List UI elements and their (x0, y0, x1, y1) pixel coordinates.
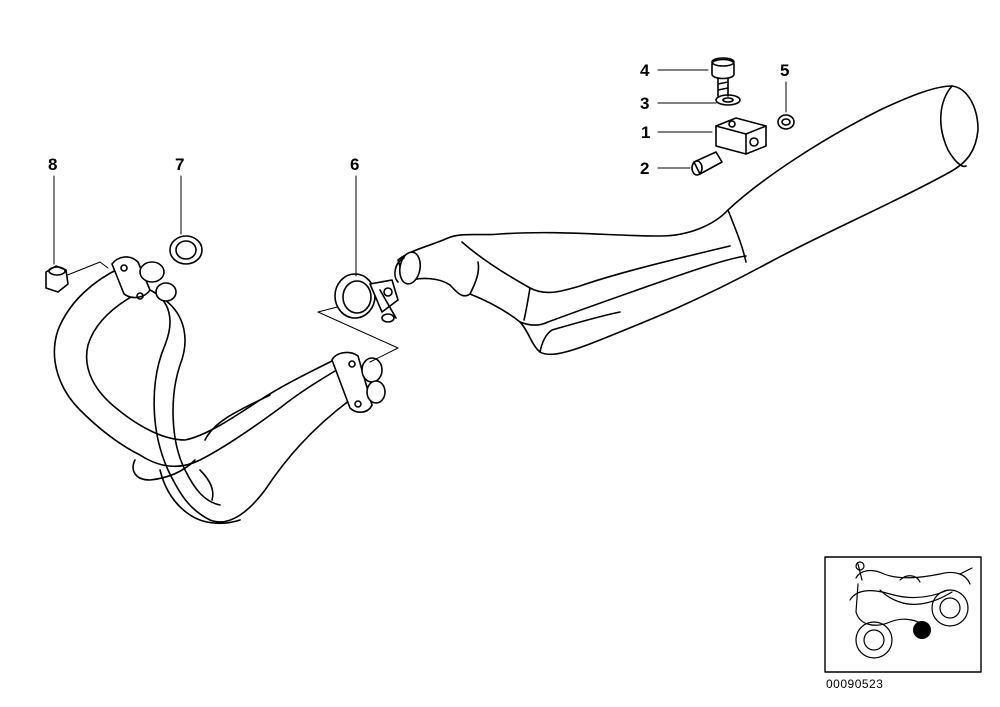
locator-inset (825, 557, 981, 672)
callout-6: 6 (350, 155, 360, 174)
part-2-spacer (692, 152, 722, 175)
part-5-ring (778, 115, 794, 129)
callout-5: 5 (780, 61, 790, 80)
part-1-bracket (716, 118, 766, 154)
callout-4: 4 (640, 61, 650, 80)
part-7-gasket (170, 236, 202, 264)
header-pipes (54, 257, 398, 523)
callout-3: 3 (640, 94, 650, 113)
part-6-clamp (335, 274, 398, 322)
callout-7: 7 (175, 155, 185, 174)
callout-8: 8 (48, 155, 58, 174)
locator-marker (913, 621, 931, 639)
drawing-number: 00090523 (826, 677, 884, 691)
part-8-nut (46, 266, 68, 292)
rear-silencer (395, 86, 978, 354)
part-4-bolt (712, 58, 734, 96)
callout-1: 1 (641, 123, 651, 142)
leader-lines (54, 70, 786, 276)
callout-2: 2 (640, 159, 650, 178)
